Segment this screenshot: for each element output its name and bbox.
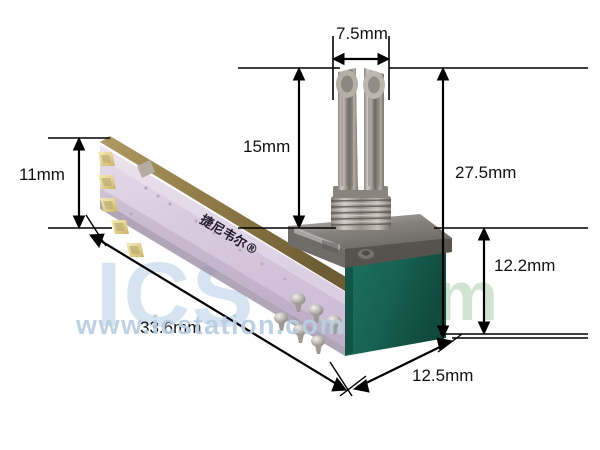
pot-shaft-split	[356, 68, 364, 190]
dimension-label-shaft-width: 7.5mm	[336, 24, 388, 43]
pot-threaded-bushing	[330, 196, 392, 230]
dimension-pcb-height	[48, 136, 112, 230]
solder-joint	[326, 315, 342, 327]
potentiometer	[288, 68, 452, 356]
solder-joint	[290, 293, 306, 305]
pot-shaft	[336, 68, 385, 190]
pcb-shadow	[100, 188, 345, 347]
dimension-label-pcb-height: 11mm	[19, 165, 65, 184]
pcb-highlight	[100, 145, 345, 305]
pot-top-plate-front	[288, 226, 345, 268]
pot-shaft-left	[338, 68, 358, 190]
pot-shaft-cap-right-inner	[368, 76, 380, 94]
solder-pin	[297, 334, 304, 343]
pcb-pad-group	[98, 152, 144, 257]
pcb-edge-tab	[137, 160, 155, 178]
pot-top-plate-right	[345, 238, 452, 268]
solder-joint-group	[274, 293, 342, 354]
pcb-pad-slot	[103, 201, 114, 209]
pcb-pad-slot	[101, 178, 112, 186]
dimension-label-overall-height: 27.5mm	[455, 163, 517, 182]
pot-rivet-hole	[362, 250, 370, 256]
pot-shaft-cap-left-inner	[341, 75, 353, 93]
pcb-vias	[129, 186, 287, 281]
pcb-top-edge	[100, 136, 356, 291]
dimension-annotations	[48, 36, 588, 397]
dimension-pot-body-height	[434, 226, 588, 336]
pot-top-plate	[288, 214, 452, 249]
pot-shaft-knurl	[341, 92, 380, 186]
dimension-overall-height	[389, 66, 588, 340]
dimension-label-pcb-length: 33.6mm	[140, 318, 202, 337]
dimension-label-pot-body-width: 12.5mm	[412, 366, 474, 385]
solder-pin	[295, 303, 302, 312]
solder-joint	[308, 304, 324, 316]
dimension-shaft-height	[238, 66, 340, 230]
pcb-face	[100, 145, 345, 347]
dimension-pot-body-width	[339, 333, 463, 397]
pcb-pad-slot	[114, 223, 125, 231]
pcb-pad-slot	[101, 155, 111, 163]
pot-plate-tab	[322, 240, 338, 253]
solder-joint	[274, 312, 288, 324]
dimension-label-shaft-height: 15mm	[243, 137, 291, 156]
solder-pin	[278, 322, 285, 331]
solder-joint	[293, 324, 307, 336]
solder-pin	[331, 325, 338, 334]
pot-body-green	[345, 236, 446, 356]
solder-pin	[315, 345, 322, 354]
pcb-pad-slot	[129, 246, 140, 254]
solder-pin	[313, 314, 320, 323]
dimension-label-pot-body-height: 12.2mm	[494, 256, 556, 275]
solder-joint	[311, 335, 325, 347]
